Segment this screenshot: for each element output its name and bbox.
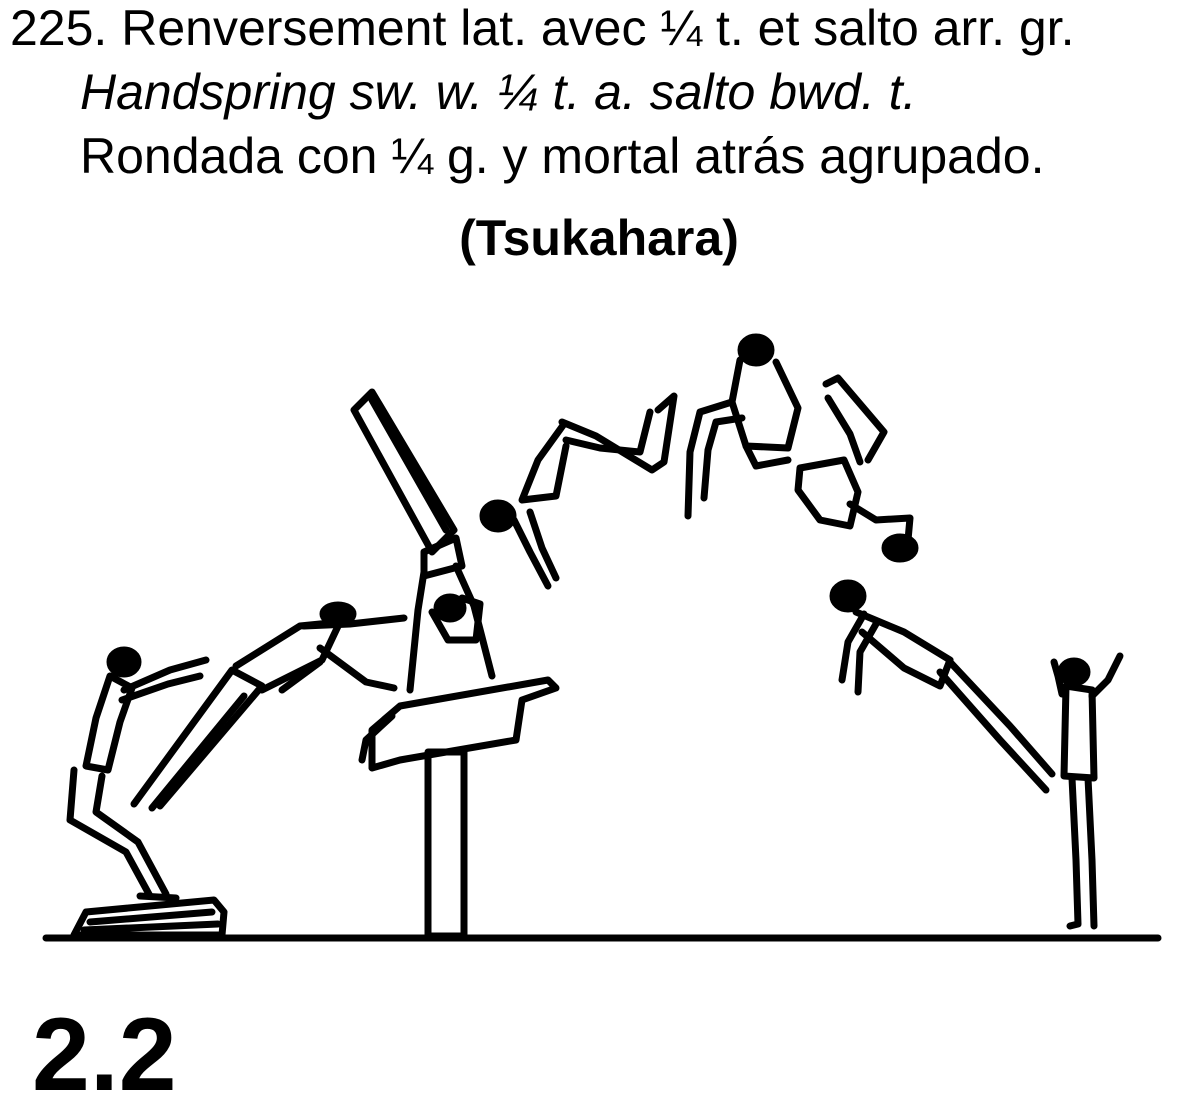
springboard: [74, 900, 224, 935]
gymnast-tuck: [688, 336, 798, 516]
gymnast-landing: [1054, 656, 1120, 926]
gymnast-repulsion: [482, 396, 674, 586]
gymnast-descent: [832, 582, 1052, 790]
description-english: Handspring sw. w. ¼ t. a. salto bwd. t.: [80, 64, 917, 120]
title-french: 225. Renversement lat. avec ¼ t. et salt…: [10, 0, 1074, 56]
vault-sequence-illustration: [0, 300, 1198, 960]
element-name: (Tsukahara): [0, 208, 1198, 268]
gymnast-preflight: [134, 604, 404, 808]
element-number: 225.: [10, 0, 107, 56]
description-french: Renversement lat. avec ¼ t. et salto arr…: [121, 0, 1074, 56]
description-spanish: Rondada con ¼ g. y mortal atrás agrupado…: [80, 128, 1044, 184]
vaulting-table: [362, 680, 556, 936]
difficulty-value: 2.2: [32, 1000, 177, 1110]
gymnast-handstand: [354, 392, 492, 690]
gymnast-rotation: [798, 378, 916, 560]
